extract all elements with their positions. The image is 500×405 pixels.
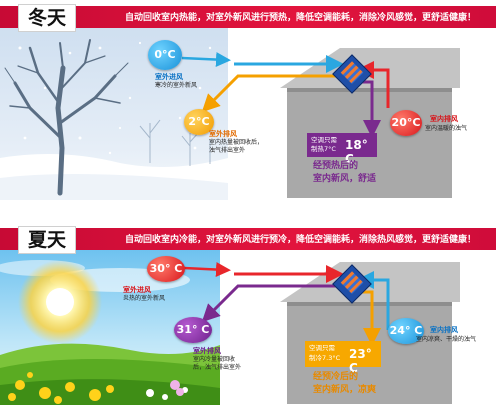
winter-exhaust-temp: 2°C (184, 109, 214, 135)
summer-banner-text: 自动回收室内冷能，对室外新风进行预冷，降低空调能耗，消除热风感觉，更舒适健康！ (124, 235, 476, 245)
winter-exhaust-desc-2: 浊气排出室外 (209, 147, 246, 154)
winter-caption-1: 经预热后的 (313, 161, 359, 171)
winter-airflow (181, 52, 390, 138)
winter-exhaust-desc-1: 室内热量被回收后， (209, 139, 264, 146)
winter-season-tag: 冬天 (18, 4, 76, 32)
summer-panel: 自动回收室内冷能，对室外新风进行预冷，降低空调能耗，消除热风感觉，更舒适健康！ … (0, 222, 500, 405)
summer-exhaust-title: 室外排风 (193, 347, 221, 355)
winter-banner-text: 自动回收室内热能，对室外新风进行预热，降低空调能耗，消除冷风感觉，更舒适健康！ (124, 13, 476, 23)
winter-banner: 自动回收室内热能，对室外新风进行预热，降低空调能耗，消除冷风感觉，更舒适健康！ (0, 6, 496, 28)
summer-season-tag: 夏天 (18, 226, 76, 254)
winter-indoor-temp: 20°C (390, 110, 422, 136)
summer-caption-2: 室内新风，凉爽 (313, 385, 377, 395)
summer-outdoor-in-desc: 炎热的室外新风 (123, 295, 166, 302)
summer-outdoor-in-title: 室外进风 (123, 286, 151, 294)
winter-supply-temp: 18° C (345, 138, 368, 166)
winter-panel: 自动回收室内热能，对室外新风进行预热，降低空调能耗，消除冷风感觉，更舒适健康！ … (0, 0, 500, 200)
winter-outdoor-in-temp: 0°C (148, 40, 182, 70)
summer-banner: 自动回收室内冷能，对室外新风进行预冷，降低空调能耗，消除热风感觉，更舒适健康！ (0, 228, 496, 250)
winter-ac-label-1: 空调只需 (311, 136, 337, 144)
summer-supply-temp: 23° C (349, 347, 372, 375)
winter-ac-box: 空调只需 制热7°C 18° C (307, 133, 377, 166)
winter-exhaust-title: 室外排风 (209, 130, 237, 138)
winter-indoor-title: 室内排风 (430, 115, 458, 123)
summer-ac-label-2: 制冷7.3°C (309, 354, 341, 362)
winter-outdoor-in-desc: 寒冷的室外新风 (155, 82, 198, 89)
summer-indoor-desc: 室内凉爽、干燥的浊气 (416, 336, 477, 343)
summer-ac-label-1: 空调只需 (309, 344, 335, 352)
flower-icon (8, 372, 188, 404)
winter-outdoor-in-title: 室外进风 (155, 73, 183, 81)
summer-exhaust-temp: 31° C (174, 317, 212, 343)
winter-ac-label-2: 制热7°C (311, 145, 336, 153)
summer-indoor-temp: 24° C (388, 318, 424, 344)
winter-caption-2: 室内新风，舒适 (313, 174, 377, 184)
summer-exhaust-desc-2: 后，浊气排出室外 (193, 364, 242, 371)
summer-exhaust-desc-1: 室内冷量被回收 (193, 356, 236, 363)
winter-indoor-desc: 室内温暖的浊气 (425, 125, 468, 132)
summer-indoor-title: 室内排风 (430, 326, 458, 334)
summer-airflow (183, 262, 390, 346)
summer-outdoor-in-temp: 30° C (147, 256, 185, 282)
summer-ac-box: 空调只需 制冷7.3°C 23° C (305, 341, 381, 375)
summer-caption-1: 经预冷后的 (313, 372, 359, 382)
